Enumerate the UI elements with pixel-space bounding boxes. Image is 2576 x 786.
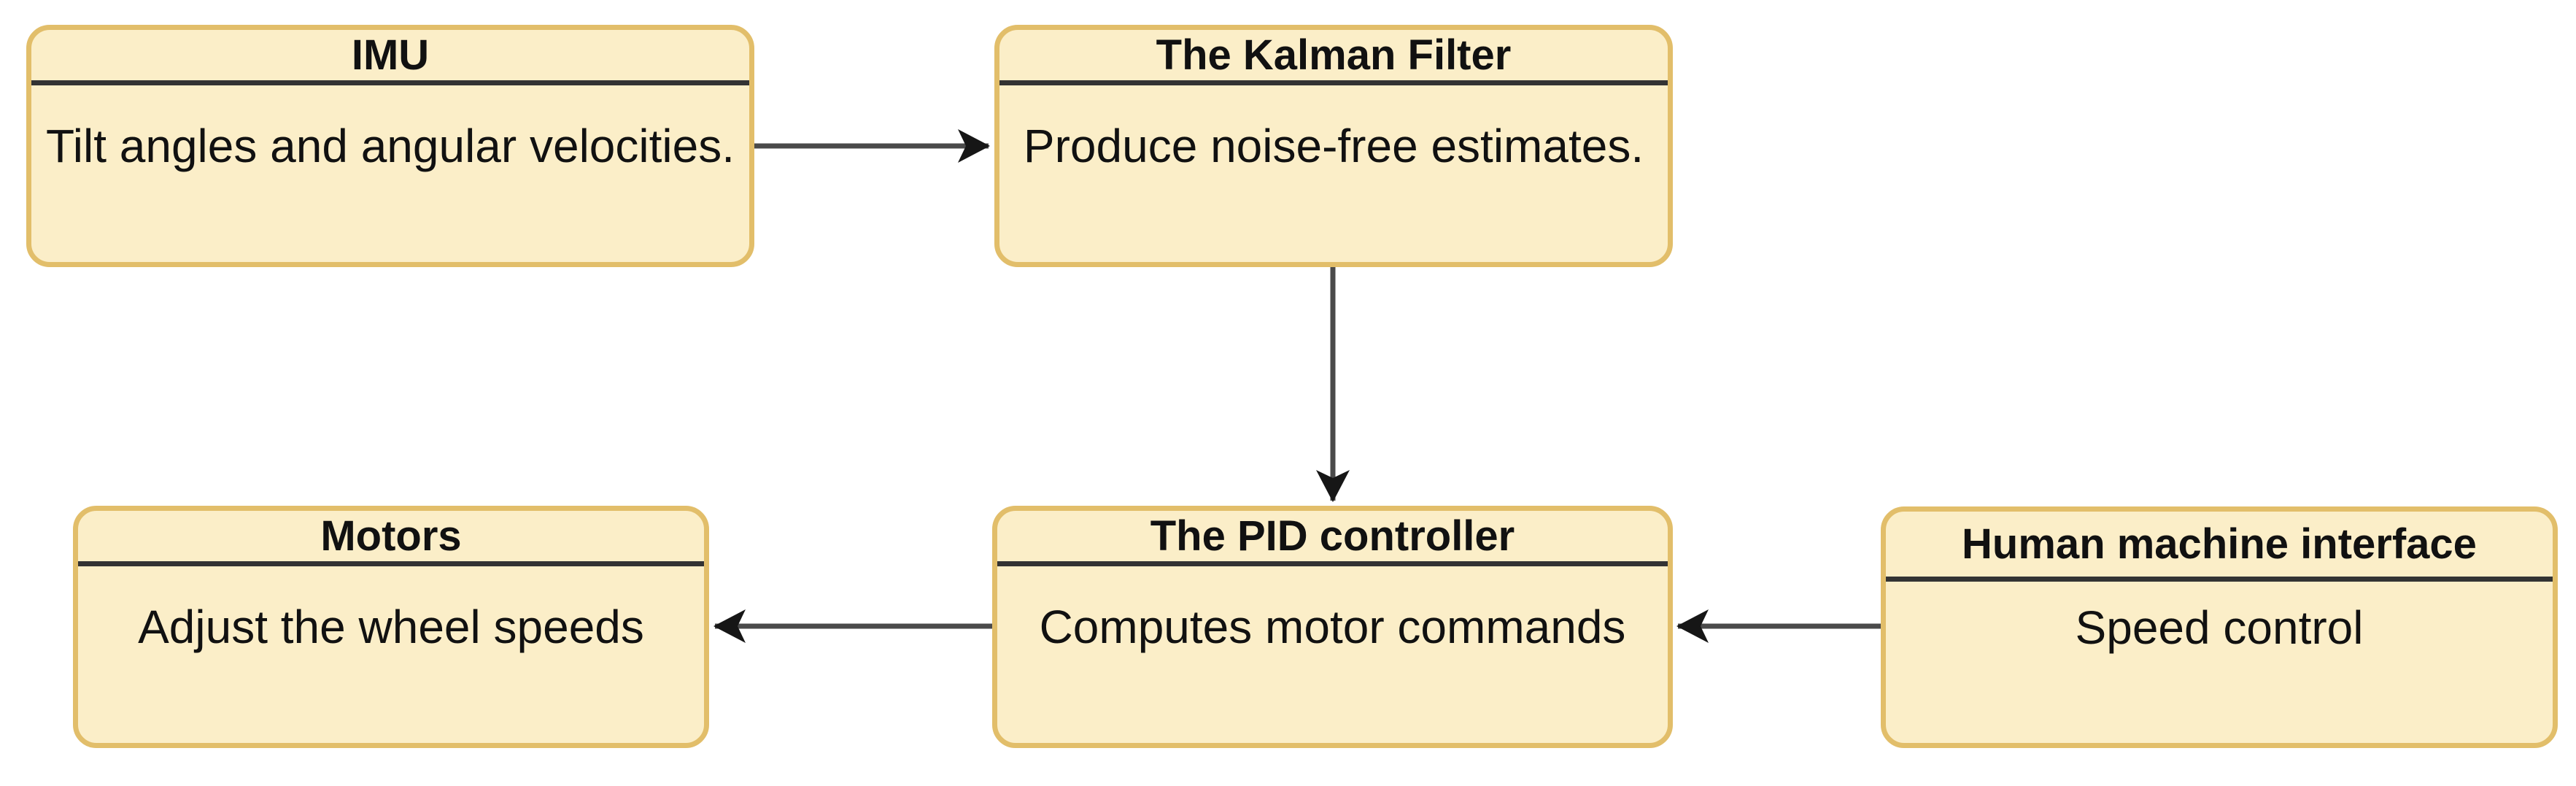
node-human-machine-interface-title: Human machine interface bbox=[1886, 512, 2553, 582]
node-pid-controller-title: The PID controller bbox=[997, 511, 1668, 566]
node-title-text: The PID controller bbox=[1150, 512, 1515, 560]
node-pid-controller-body: Computes motor commands bbox=[997, 511, 1668, 743]
node-motors-title: Motors bbox=[78, 511, 704, 566]
node-kalman-filter-body: Produce noise-free estimates. bbox=[999, 30, 1668, 262]
node-body-text: Adjust the wheel speeds bbox=[138, 601, 644, 653]
node-motors-body: Adjust the wheel speeds bbox=[78, 511, 704, 743]
node-imu: IMU Tilt angles and angular velocities. bbox=[26, 25, 754, 267]
node-title-text: Human machine interface bbox=[1962, 520, 2477, 568]
node-human-machine-interface: Human machine interface Speed control bbox=[1881, 506, 2558, 748]
node-imu-title: IMU bbox=[31, 30, 749, 85]
node-body-text: Computes motor commands bbox=[1039, 601, 1626, 653]
node-pid-controller: The PID controller Computes motor comman… bbox=[992, 506, 1673, 748]
node-imu-body: Tilt angles and angular velocities. bbox=[31, 30, 749, 262]
node-body-text: Produce noise-free estimates. bbox=[1023, 120, 1644, 172]
node-human-machine-interface-body: Speed control bbox=[1886, 512, 2553, 743]
node-body-text: Tilt angles and angular velocities. bbox=[46, 120, 735, 172]
node-motors: Motors Adjust the wheel speeds bbox=[73, 506, 709, 748]
node-title-text: Motors bbox=[320, 512, 462, 560]
node-body-text: Speed control bbox=[2075, 601, 2364, 654]
node-title-text: IMU bbox=[351, 31, 430, 79]
node-title-text: The Kalman Filter bbox=[1156, 31, 1512, 79]
node-kalman-filter: The Kalman Filter Produce noise-free est… bbox=[994, 25, 1673, 267]
node-kalman-filter-title: The Kalman Filter bbox=[999, 30, 1668, 85]
